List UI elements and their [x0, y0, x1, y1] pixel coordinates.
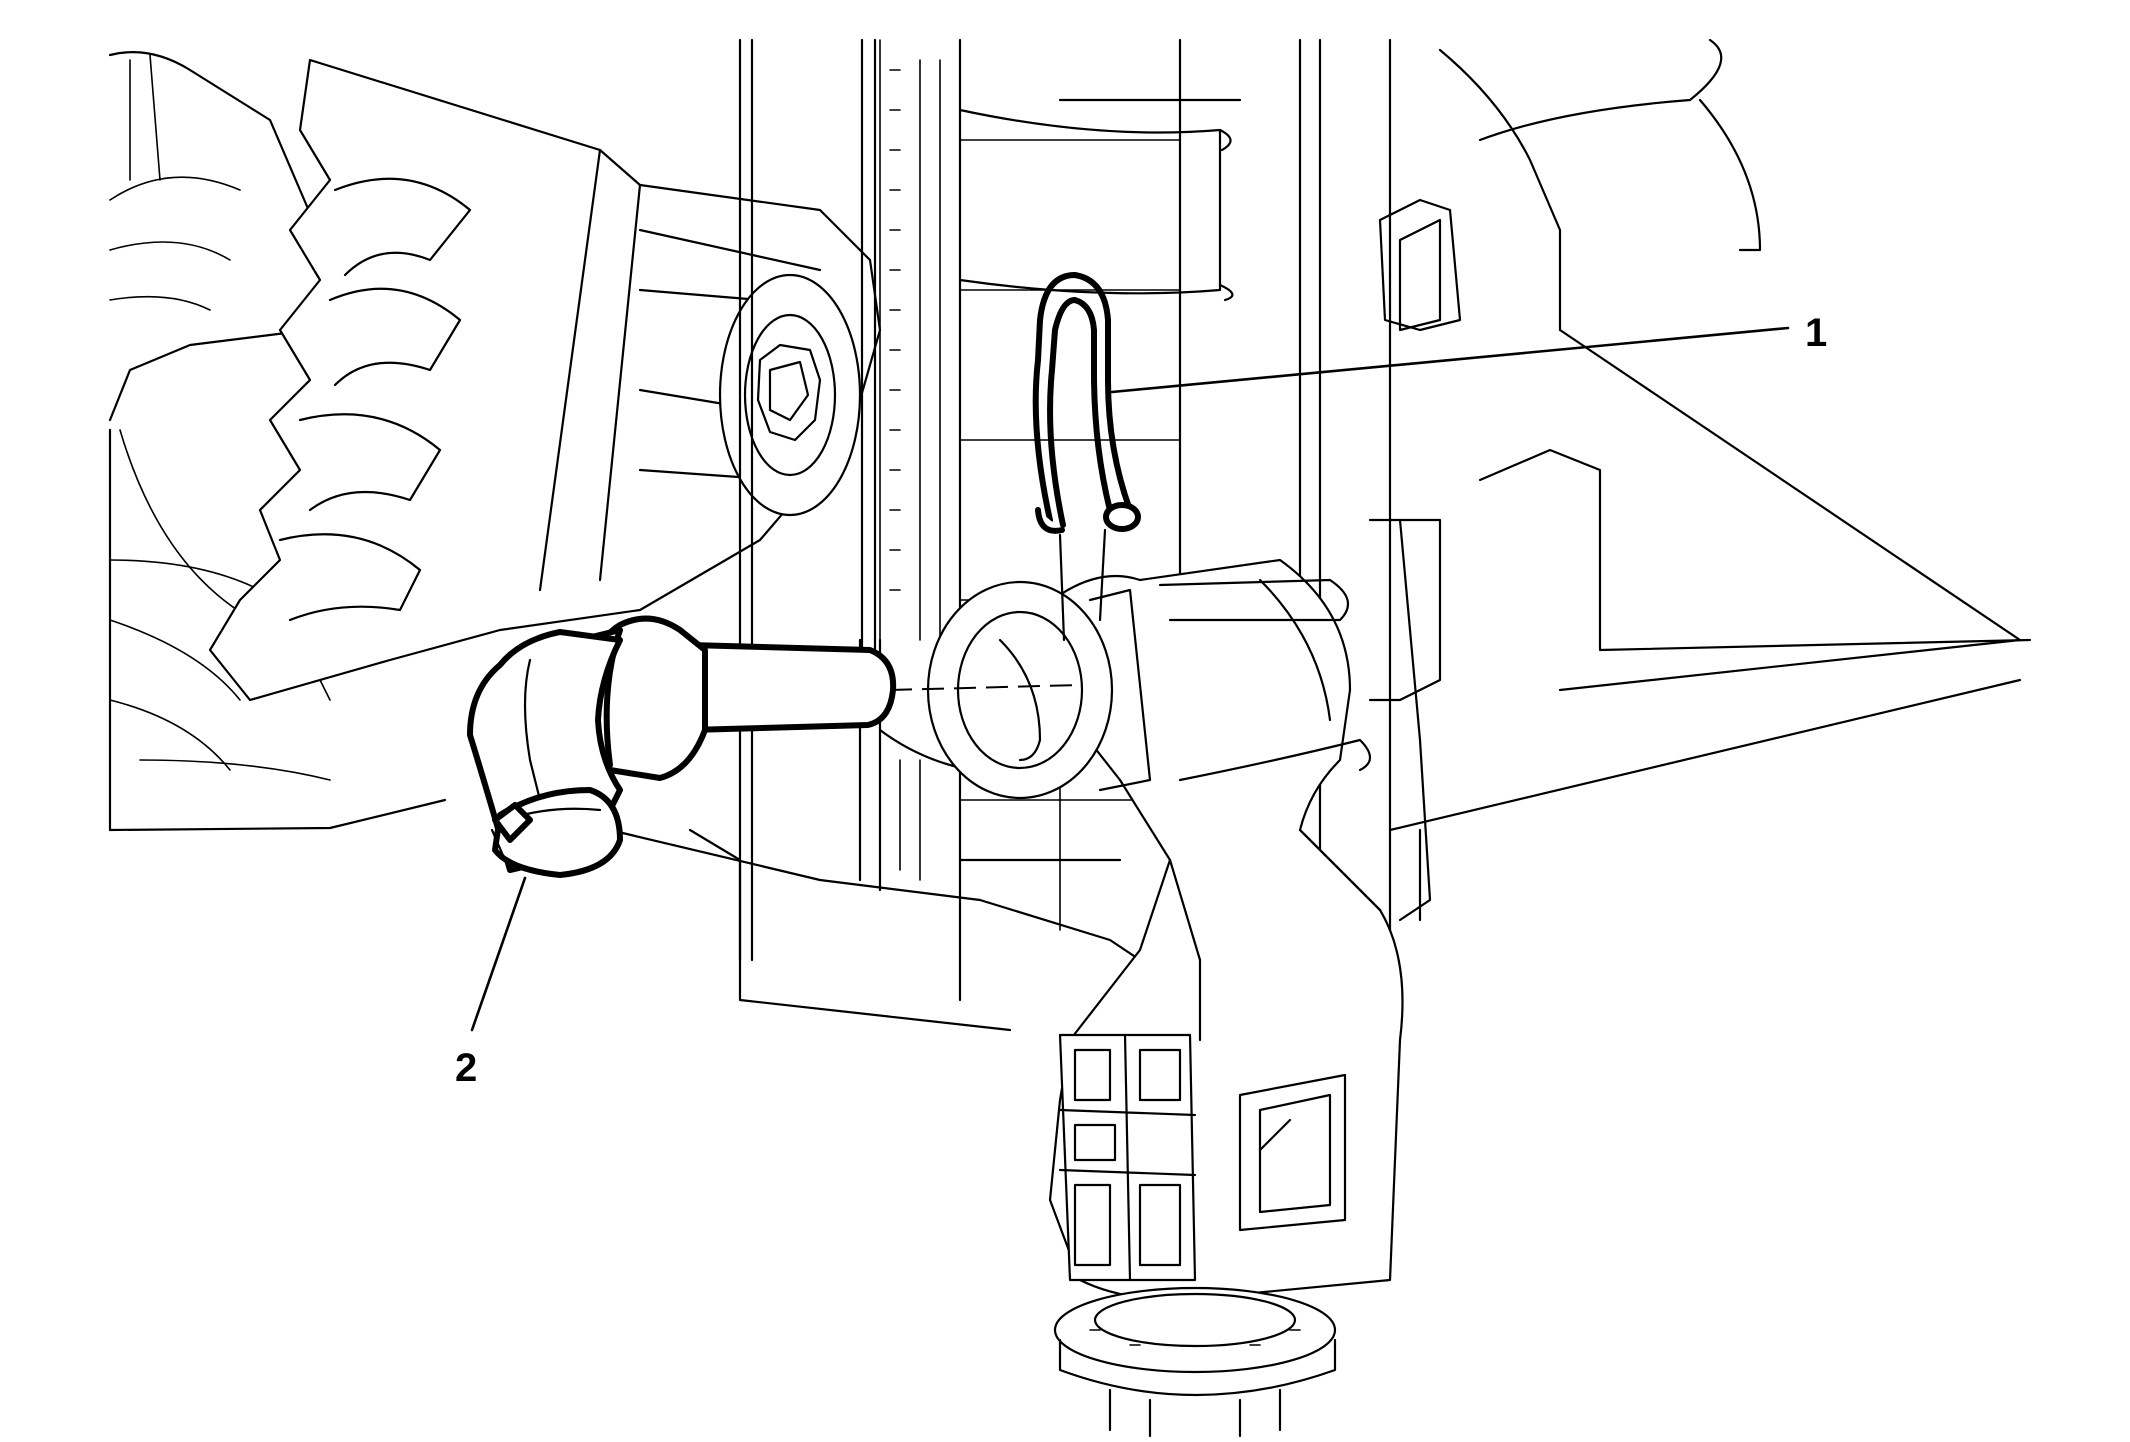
- coolant-hose-assembly: [467, 615, 897, 878]
- drain-valve-housing: [926, 558, 1404, 1438]
- leader-line-1: [1110, 326, 1790, 394]
- leader-line-2: [470, 876, 527, 1032]
- radiator-core: [738, 38, 2032, 1022]
- retaining-clip: [1032, 272, 1141, 642]
- callout-number-2: 2: [455, 1046, 478, 1090]
- radiator-support-bracket: [208, 58, 882, 702]
- callout-number-1: 1: [1805, 311, 1828, 355]
- leader-lines: [470, 326, 1790, 1032]
